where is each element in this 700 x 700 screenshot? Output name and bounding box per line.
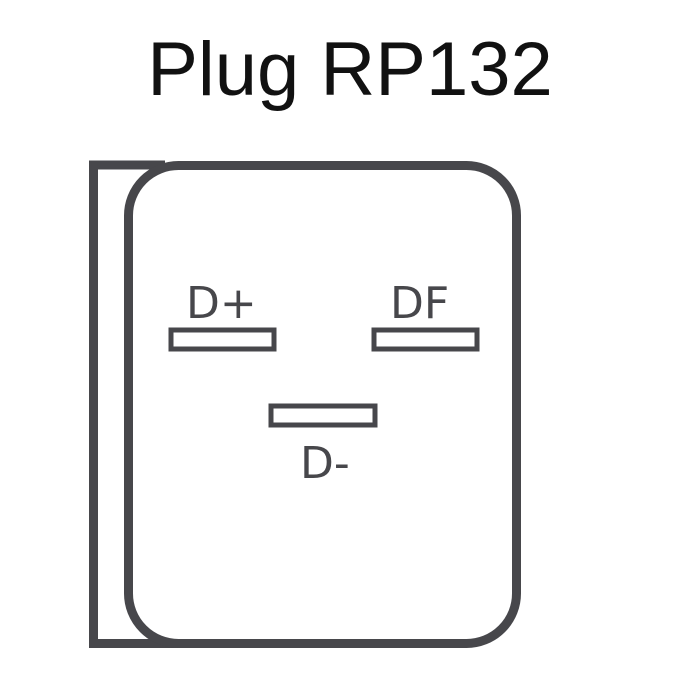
plug-housing-outline	[89, 160, 200, 648]
terminal-d-plus-label: D+	[186, 278, 257, 329]
diagram-title: Plug RP132	[147, 27, 553, 112]
terminal-d-plus-pin	[168, 327, 277, 352]
terminal-d-minus-pin	[268, 403, 378, 428]
terminal-df-label: DF	[390, 278, 449, 329]
terminal-d-minus-label: D-	[300, 438, 350, 489]
terminal-df-pin	[371, 327, 480, 352]
